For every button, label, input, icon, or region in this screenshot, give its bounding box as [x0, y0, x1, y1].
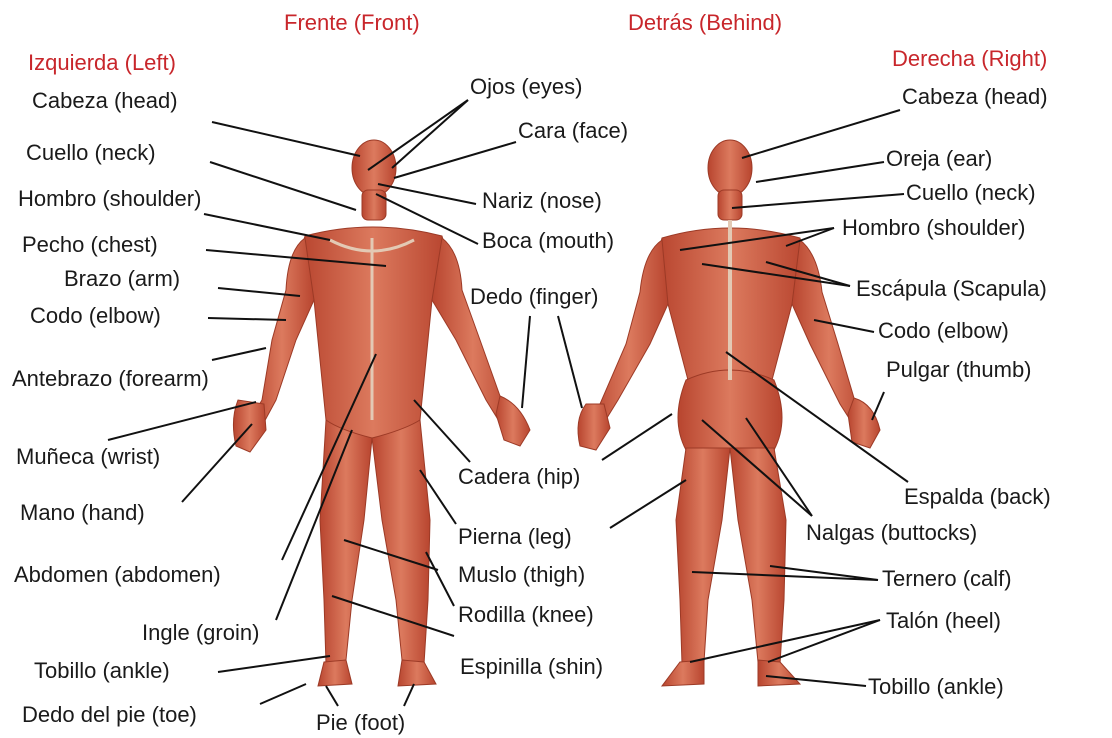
- label-face: Cara (face): [518, 118, 628, 144]
- front-right-foot: [398, 660, 436, 686]
- back-right-leg: [730, 448, 786, 664]
- label-front-elbow: Codo (elbow): [30, 303, 161, 329]
- label-front-arm: Brazo (arm): [64, 266, 180, 292]
- front-left-foot: [318, 660, 352, 686]
- label-front-shoulder: Hombro (shoulder): [18, 186, 201, 212]
- back-head: [708, 140, 752, 196]
- label-front-chest: Pecho (chest): [22, 232, 158, 258]
- heading-behind: Detrás (Behind): [628, 10, 782, 36]
- label-back-buttocks: Nalgas (buttocks): [806, 520, 977, 546]
- label-thigh: Muslo (thigh): [458, 562, 585, 588]
- label-back-scapula: Escápula (Scapula): [856, 276, 1047, 302]
- label-front-groin: Ingle (groin): [142, 620, 259, 646]
- label-mouth: Boca (mouth): [482, 228, 614, 254]
- label-front-abdomen: Abdomen (abdomen): [14, 562, 221, 588]
- label-back-ankle: Tobillo (ankle): [868, 674, 1004, 700]
- label-shin: Espinilla (shin): [460, 654, 603, 680]
- back-left-arm: [590, 240, 668, 426]
- label-back-shoulder: Hombro (shoulder): [842, 215, 1025, 241]
- front-right-hand: [496, 396, 530, 446]
- back-neck: [718, 190, 742, 220]
- label-back-head: Cabeza (head): [902, 84, 1048, 110]
- label-front-wrist: Muñeca (wrist): [16, 444, 160, 470]
- label-back-back: Espalda (back): [904, 484, 1051, 510]
- label-leg: Pierna (leg): [458, 524, 572, 550]
- back-left-hand: [578, 404, 610, 450]
- label-front-head: Cabeza (head): [32, 88, 178, 114]
- back-left-foot: [662, 660, 704, 686]
- label-front-neck: Cuello (neck): [26, 140, 156, 166]
- back-right-foot: [758, 660, 800, 686]
- front-head: [352, 140, 396, 196]
- front-left-arm: [250, 238, 314, 426]
- heading-right: Derecha (Right): [892, 46, 1047, 72]
- label-back-thumb: Pulgar (thumb): [886, 357, 1032, 383]
- label-back-heel: Talón (heel): [886, 608, 1001, 634]
- label-front-forearm: Antebrazo (forearm): [12, 366, 209, 392]
- label-front-hand: Mano (hand): [20, 500, 145, 526]
- label-hip: Cadera (hip): [458, 464, 580, 490]
- front-neck: [362, 190, 386, 220]
- heading-front: Frente (Front): [284, 10, 420, 36]
- label-back-calf: Ternero (calf): [882, 566, 1012, 592]
- label-knee: Rodilla (knee): [458, 602, 594, 628]
- front-right-leg: [372, 420, 430, 664]
- label-back-elbow: Codo (elbow): [878, 318, 1009, 344]
- front-left-leg: [320, 420, 372, 664]
- heading-left: Izquierda (Left): [28, 50, 176, 76]
- label-front-ankle: Tobillo (ankle): [34, 658, 170, 684]
- label-back-ear: Oreja (ear): [886, 146, 992, 172]
- label-front-toe: Dedo del pie (toe): [22, 702, 197, 728]
- back-body: [578, 140, 880, 686]
- label-finger: Dedo (finger): [470, 284, 598, 310]
- back-right-hand: [848, 398, 880, 448]
- label-back-neck: Cuello (neck): [906, 180, 1036, 206]
- label-nose: Nariz (nose): [482, 188, 602, 214]
- label-eyes: Ojos (eyes): [470, 74, 582, 100]
- label-front-foot: Pie (foot): [316, 710, 405, 736]
